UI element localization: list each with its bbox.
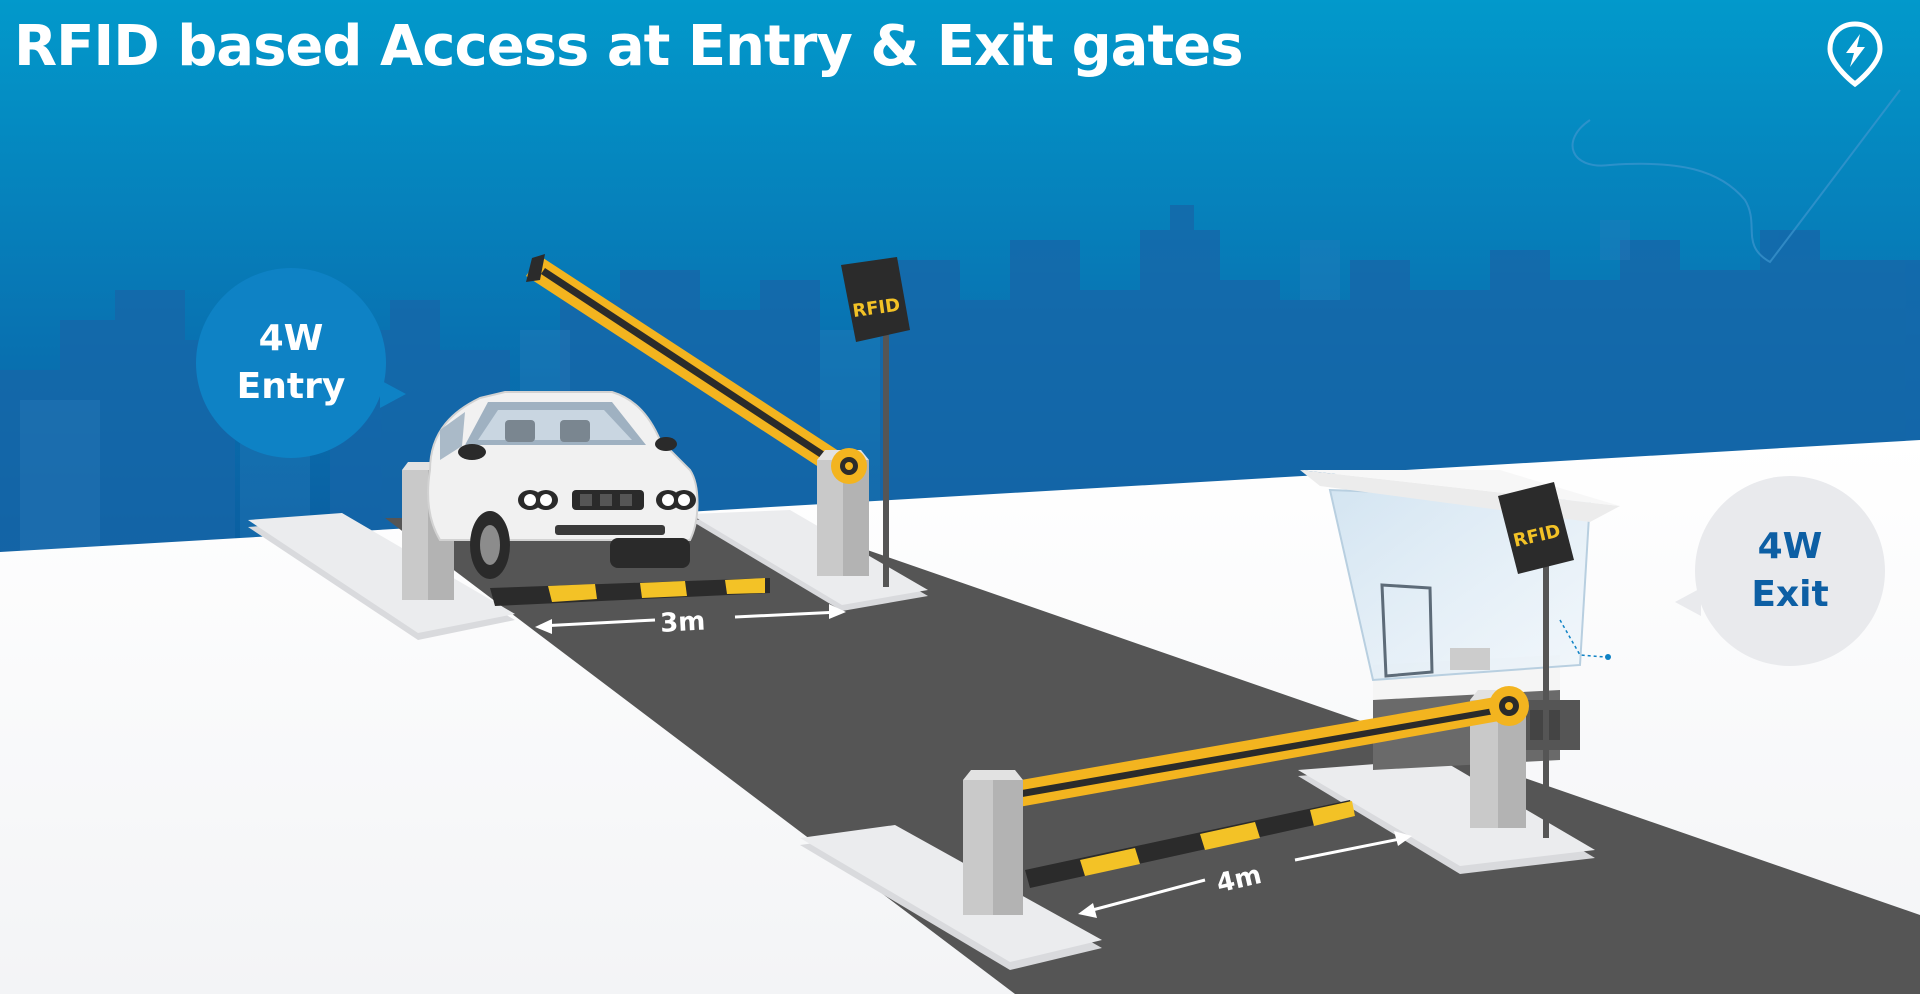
entry-curb-left-top xyxy=(248,513,515,633)
entry-speed-bump xyxy=(490,578,770,606)
exit-barrier-arm xyxy=(998,686,1529,810)
entry-bubble: 4W Entry xyxy=(196,268,406,458)
exit-speed-bump xyxy=(1025,800,1355,888)
entry-bubble-line2: Entry xyxy=(236,366,346,407)
decorative-line xyxy=(1571,89,1901,264)
exit-left-bollard xyxy=(963,770,1023,915)
exit-curb-right-top xyxy=(1298,759,1595,866)
exit-bubble: 4W Exit xyxy=(1675,476,1885,666)
exit-connector xyxy=(1559,619,1611,660)
car xyxy=(427,391,699,579)
exit-bubble-line1: 4W xyxy=(1757,526,1823,568)
entry-curb-right-top xyxy=(690,510,928,605)
exit-curb-left-top xyxy=(800,825,1102,962)
exit-rfid-reader xyxy=(1498,482,1574,838)
entry-barrier-arm xyxy=(526,254,851,479)
road xyxy=(385,518,1920,994)
exit-distance-arrow xyxy=(1078,831,1412,918)
entry-bubble-line1: 4W xyxy=(258,318,324,360)
entry-distance-arrow xyxy=(535,604,846,634)
entry-barrier-pillar xyxy=(817,448,869,576)
location-pin-bolt-icon xyxy=(1824,20,1886,88)
entry-rfid-reader xyxy=(841,257,910,587)
entry-distance-label: 3m xyxy=(659,606,706,638)
exit-bubble-line2: Exit xyxy=(1751,574,1829,615)
page-title: RFID based Access at Entry & Exit gates xyxy=(14,14,1244,79)
